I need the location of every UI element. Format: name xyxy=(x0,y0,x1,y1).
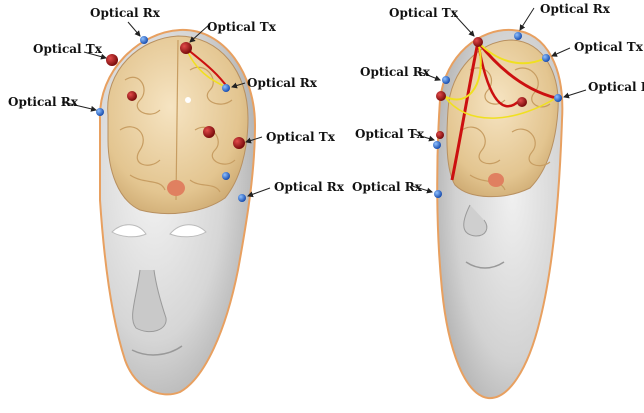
right-transmitter-1 xyxy=(473,37,483,47)
left-head-model xyxy=(62,22,270,394)
right-transmitter-3 xyxy=(517,97,527,107)
left-label-tx-top-left: Optical Tx xyxy=(33,42,102,56)
right-receiver-6 xyxy=(434,190,442,198)
right-label-rx-top: Optical Rx xyxy=(540,2,610,16)
left-brainstem xyxy=(167,180,185,196)
right-receiver-3 xyxy=(442,76,450,84)
right-receiver-1 xyxy=(514,32,522,40)
left-transmitter-5 xyxy=(233,137,245,149)
left-receiver-3 xyxy=(222,84,230,92)
right-label-tx-upper-right: Optical Tx xyxy=(574,40,643,54)
left-label-rx-top: Optical Rx xyxy=(90,6,160,20)
left-receiver-2 xyxy=(96,108,104,116)
left-label-rx-lower-right: Optical Rx xyxy=(274,180,344,194)
left-transmitter-2 xyxy=(180,42,192,54)
right-transmitter-4 xyxy=(436,131,444,139)
right-brainstem xyxy=(488,173,504,187)
right-transmitter-2 xyxy=(436,91,446,101)
right-label-rx-upper-left: Optical Rx xyxy=(360,65,430,79)
left-brain-marker xyxy=(185,97,191,103)
left-label-rx-upper-right: Optical Rx xyxy=(247,76,317,90)
right-label-tx-left: Optical Tx xyxy=(355,127,424,141)
right-label-rx-lower-left: Optical Rx xyxy=(352,180,422,194)
right-label-rx-right: Optical Rx xyxy=(588,80,644,94)
left-receiver-5 xyxy=(238,194,246,202)
left-receiver-1 xyxy=(140,36,148,44)
left-label-tx-right: Optical Tx xyxy=(266,130,335,144)
left-receiver-4 xyxy=(222,172,230,180)
right-receiver-2 xyxy=(542,54,550,62)
left-transmitter-1 xyxy=(106,54,118,66)
left-label-rx-mid-left: Optical Rx xyxy=(8,95,78,109)
right-receiver-5 xyxy=(433,141,441,149)
left-transmitter-4 xyxy=(203,126,215,138)
right-receiver-4 xyxy=(554,94,562,102)
left-transmitter-3 xyxy=(127,91,137,101)
right-head-model xyxy=(412,8,586,398)
right-label-tx-top: Optical Tx xyxy=(389,6,458,20)
left-label-tx-top-right: Optical Tx xyxy=(207,20,276,34)
